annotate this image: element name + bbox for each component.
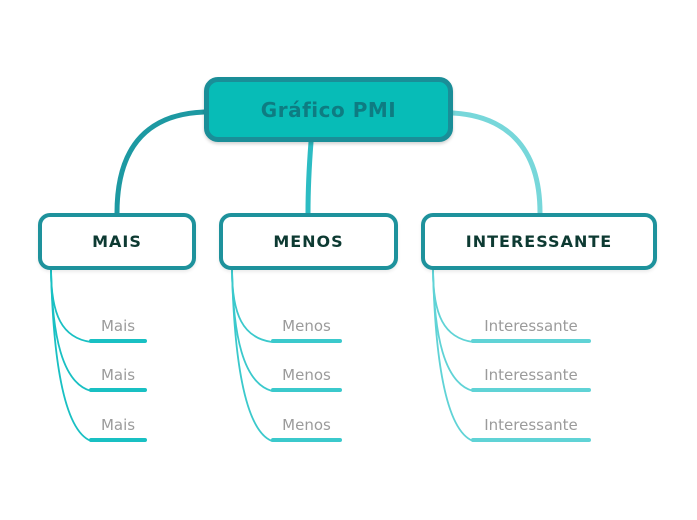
connector-interessante-child-2 — [432, 268, 474, 392]
connector-menos-child-2 — [231, 268, 273, 392]
child-topic-interessante-3-label: Interessante — [484, 416, 578, 434]
child-topic-mais-3-label: Mais — [100, 416, 136, 434]
child-topic-mais-1-label: Mais — [100, 317, 136, 335]
branch-node-interessante[interactable]: INTERESSANTE — [421, 213, 657, 270]
connector-root-interessante — [450, 110, 543, 216]
branch-node-mais[interactable]: MAIS — [38, 213, 196, 270]
child-topic-menos-3-underline — [271, 438, 342, 442]
child-topic-interessante-3-underline — [471, 438, 591, 442]
root-node-label: Gráfico PMI — [260, 97, 397, 122]
branch-node-menos-label: MENOS — [273, 232, 344, 251]
child-topic-mais-2-label: Mais — [100, 366, 136, 384]
child-topic-menos-1-underline — [271, 339, 342, 343]
child-topic-menos-1-label: Menos — [282, 317, 331, 335]
child-topic-mais-3-underline — [89, 438, 147, 442]
child-topic-menos-3[interactable]: Menos — [271, 416, 342, 442]
connector-mais-child-2 — [50, 268, 92, 392]
branch-node-mais-label: MAIS — [92, 232, 142, 251]
child-topic-mais-1-underline — [89, 339, 147, 343]
connector-mais-child-3 — [50, 268, 92, 442]
connector-root-mais — [114, 109, 207, 216]
connector-interessante-child-3 — [432, 268, 474, 442]
connector-menos-child-1 — [231, 268, 273, 343]
child-topic-menos-2-underline — [271, 388, 342, 392]
child-topic-menos-2[interactable]: Menos — [271, 366, 342, 392]
child-topic-interessante-2-underline — [471, 388, 591, 392]
child-topic-mais-3[interactable]: Mais — [89, 416, 147, 442]
child-topic-interessante-2-label: Interessante — [484, 366, 578, 384]
branch-node-menos[interactable]: MENOS — [219, 213, 398, 270]
child-topic-mais-2-underline — [89, 388, 147, 392]
child-topic-interessante-3[interactable]: Interessante — [471, 416, 591, 442]
child-topic-menos-1[interactable]: Menos — [271, 317, 342, 343]
connector-root-menos — [305, 139, 314, 216]
child-topic-mais-1[interactable]: Mais — [89, 317, 147, 343]
connector-interessante-child-1 — [432, 268, 474, 343]
child-topic-interessante-2[interactable]: Interessante — [471, 366, 591, 392]
child-topic-interessante-1-label: Interessante — [484, 317, 578, 335]
child-topic-menos-2-label: Menos — [282, 366, 331, 384]
branch-node-interessante-label: INTERESSANTE — [465, 232, 613, 251]
child-topic-interessante-1[interactable]: Interessante — [471, 317, 591, 343]
child-topic-mais-2[interactable]: Mais — [89, 366, 147, 392]
connector-mais-child-1 — [50, 268, 92, 343]
connector-menos-child-3 — [231, 268, 273, 442]
child-topic-menos-3-label: Menos — [282, 416, 331, 434]
child-topic-interessante-1-underline — [471, 339, 591, 343]
root-node[interactable]: Gráfico PMI — [204, 77, 453, 142]
